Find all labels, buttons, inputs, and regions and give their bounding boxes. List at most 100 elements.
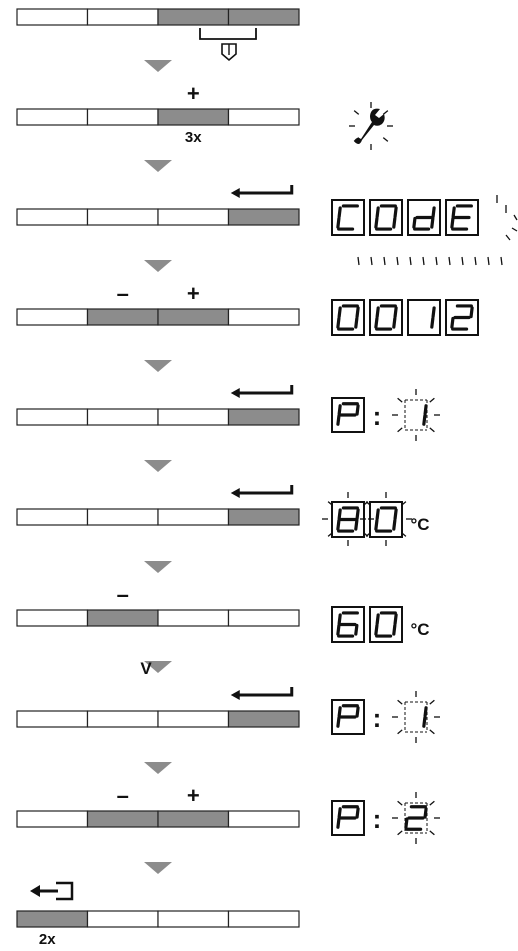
door-frame (56, 881, 74, 901)
panel-button-1[interactable] (16, 710, 89, 728)
panel-button-1[interactable] (16, 408, 89, 426)
panel-button-4[interactable] (227, 108, 300, 126)
panel-button-4[interactable] (227, 308, 300, 326)
segment-e (412, 216, 417, 229)
segment-b (355, 508, 360, 521)
control-panel-8 (16, 687, 300, 728)
enter-arrow-icon (230, 185, 294, 198)
segment-c (354, 518, 359, 531)
blink-ray (429, 800, 435, 806)
arrow-head (230, 488, 240, 498)
panel-button-1[interactable] (16, 8, 89, 26)
seven-seg-digit (445, 199, 479, 236)
panel-button-3[interactable] (157, 308, 230, 326)
panel-button-3[interactable] (157, 408, 230, 426)
blink-ray (429, 427, 435, 433)
panel-button-4[interactable] (227, 910, 300, 928)
arrow-head (230, 690, 240, 700)
separator: : (373, 804, 382, 834)
segment-f (337, 807, 342, 819)
panel-button-2[interactable] (86, 508, 159, 526)
panel-button-3[interactable] (157, 609, 230, 627)
segment-b (393, 206, 398, 219)
segment-b (469, 306, 474, 319)
panel-button-2[interactable] (86, 910, 159, 928)
control-panel-6 (16, 485, 300, 526)
blink-dash (505, 234, 511, 241)
blink-rays (392, 389, 440, 441)
blink-dashes (357, 195, 518, 266)
blink-ray (429, 397, 435, 403)
temperature-unit: °C (410, 515, 429, 534)
panel-button-3[interactable] (157, 108, 230, 126)
panel-button-4[interactable] (227, 208, 300, 226)
segment-e (374, 216, 379, 229)
blink-dash (435, 256, 438, 266)
blink-ray (382, 110, 389, 115)
blink-ray (400, 532, 407, 537)
panel-button-1[interactable] (16, 308, 89, 326)
plus-label: + (187, 783, 200, 808)
panel-button-4[interactable] (227, 408, 300, 426)
display-7: °C (331, 606, 430, 643)
panel-button-3[interactable] (157, 710, 230, 728)
panel-button-2[interactable] (86, 108, 159, 126)
panel-button-2[interactable] (86, 308, 159, 326)
panel-button-2[interactable] (86, 609, 159, 627)
segment-e (450, 316, 455, 329)
down-arrow-icon (144, 160, 172, 172)
blink-dash (396, 256, 399, 266)
panel-button-2[interactable] (86, 208, 159, 226)
segment-c (392, 316, 397, 329)
segment-e (336, 316, 341, 329)
segment-b (423, 404, 428, 416)
panel-button-2[interactable] (86, 8, 159, 26)
panel-button-1[interactable] (16, 208, 89, 226)
panel-button-1[interactable] (16, 810, 89, 828)
seven-seg-digit (404, 805, 428, 831)
panel-button-3[interactable] (157, 810, 230, 828)
separator: : (373, 703, 382, 733)
control-panel-4: –+ (16, 281, 300, 326)
panel-button-3[interactable] (157, 8, 230, 26)
panel-button-1[interactable] (16, 609, 89, 627)
panel-button-4[interactable] (227, 609, 300, 627)
seven-seg-digit (369, 299, 403, 336)
panel-button-1[interactable] (16, 508, 89, 526)
arrow-line (235, 385, 294, 395)
control-panel-5 (16, 385, 300, 426)
panel-button-3[interactable] (157, 508, 230, 526)
panel-button-2[interactable] (86, 810, 159, 828)
arrow-head (230, 388, 240, 398)
segment-f (337, 306, 342, 319)
segment-b (423, 807, 428, 819)
blink-ray (327, 501, 334, 506)
panel-button-4[interactable] (227, 810, 300, 828)
seven-seg-digit (422, 706, 428, 728)
panel-button-3[interactable] (157, 208, 230, 226)
segment-b (393, 306, 398, 319)
segment-f (375, 613, 380, 626)
panel-button-4[interactable] (227, 710, 300, 728)
segment-b (431, 206, 436, 219)
blink-dash (461, 256, 464, 266)
display-2 (349, 102, 393, 150)
seven-seg-digit (369, 606, 403, 643)
blink-ray (397, 699, 403, 705)
arrow-head (230, 188, 240, 198)
lock-shape (221, 43, 237, 62)
segment-c (430, 316, 435, 329)
segment-e (336, 716, 341, 728)
panel-button-1[interactable] (16, 108, 89, 126)
segment-f (375, 206, 380, 219)
panel-button-2[interactable] (86, 408, 159, 426)
panel-button-3[interactable] (157, 910, 230, 928)
panel-button-2[interactable] (86, 710, 159, 728)
segment-b (355, 306, 360, 319)
blink-dash (487, 256, 490, 266)
segment-e (336, 414, 341, 426)
panel-button-4[interactable] (227, 508, 300, 526)
panel-button-4[interactable] (227, 8, 300, 26)
panel-button-1[interactable] (16, 910, 89, 928)
display-3 (331, 195, 518, 266)
